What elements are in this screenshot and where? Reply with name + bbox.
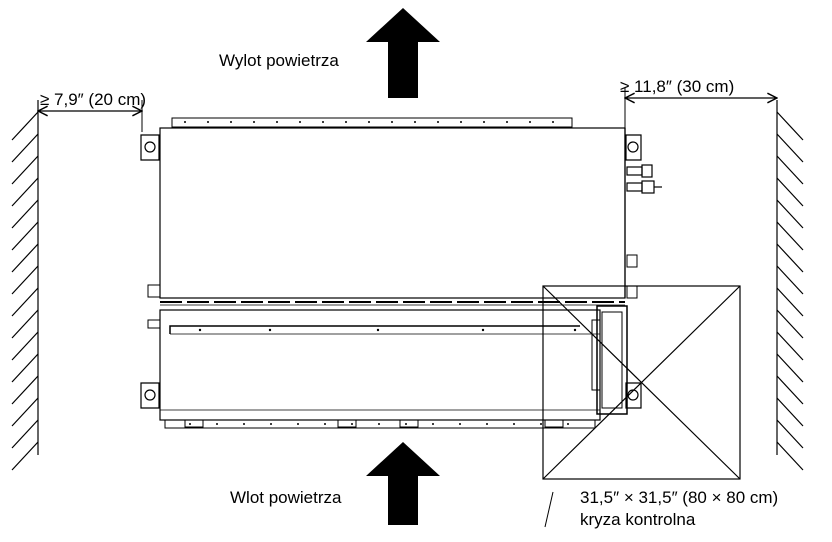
bottom-flange [164, 419, 596, 429]
wall-hatch-line [776, 287, 804, 317]
rivet-dot [351, 423, 353, 425]
wall-hatch-line [776, 221, 804, 251]
rivet-dot [230, 121, 232, 123]
rivet-dot [299, 121, 301, 123]
rivet-dot [432, 423, 434, 425]
wall-hatch-line [776, 375, 804, 405]
wall-hatch-line [11, 199, 39, 229]
rivet-dot [207, 121, 209, 123]
air-outlet: Wylot powietrza [219, 8, 440, 98]
rivet-dot [243, 423, 245, 425]
rivet-dot [368, 121, 370, 123]
rivet-dot [276, 121, 278, 123]
rivet-dot [322, 121, 324, 123]
wall-hatch-line [11, 133, 39, 163]
wall-hatch-line [11, 331, 39, 361]
rivet-dot [268, 328, 272, 332]
wall-hatch-line [776, 353, 804, 383]
upper-body [159, 127, 626, 299]
control-box [596, 305, 628, 415]
clearance-right-label: ≥ 11,8″ (30 cm) [620, 77, 734, 96]
wall-hatch-line [776, 397, 804, 427]
wall-hatch-line [776, 177, 804, 207]
wall-hatch-line [776, 309, 804, 339]
rivet-dot [460, 121, 462, 123]
wall-hatch-line [776, 111, 804, 141]
wall-hatch-line [11, 243, 39, 273]
wall-hatch-line [776, 419, 804, 449]
hanger-bracket [625, 134, 642, 161]
rivet-dot [297, 423, 299, 425]
wall-hatch-line [11, 287, 39, 317]
rivet-dot [513, 423, 515, 425]
rivet-dot [481, 328, 485, 332]
rivet-dot [552, 121, 554, 123]
rivet-dot [540, 423, 542, 425]
wall-hatch-line [776, 243, 804, 273]
rivet-dot [437, 121, 439, 123]
wall-hatch-line [11, 221, 39, 251]
left-wall [11, 100, 39, 471]
rivet-dot [483, 121, 485, 123]
pipe-connection [626, 164, 662, 194]
wall-hatch-line [11, 375, 39, 405]
wall-hatch-line [11, 309, 39, 339]
clearance-left-label: ≥ 7,9″ (20 cm) [40, 90, 146, 109]
leader-line [544, 491, 554, 528]
wall-hatch-line [11, 155, 39, 185]
rivet-dot [253, 121, 255, 123]
wall-hatch-line [11, 265, 39, 295]
rivet-dot [216, 423, 218, 425]
wall-hatch-line [11, 397, 39, 427]
wall-hatch-line [11, 353, 39, 383]
air-inlet-label: Wlot powietrza [230, 488, 342, 507]
rivet-dot [414, 121, 416, 123]
indoor-unit [140, 117, 662, 429]
wall-hatch-line [776, 155, 804, 185]
clearance-right-dimension: ≥ 11,8″ (30 cm) [620, 77, 777, 130]
wall-hatch-line [776, 199, 804, 229]
wall-hatch-line [776, 133, 804, 163]
rivet-dot [270, 423, 272, 425]
rivet-dot [506, 121, 508, 123]
arrow-up-icon [366, 8, 440, 98]
rivet-dot [391, 121, 393, 123]
rivet-dot [567, 423, 569, 425]
rivet-dot [376, 328, 380, 332]
hanger-bracket [140, 382, 160, 409]
rivet-dot [184, 121, 186, 123]
top-flange [171, 117, 573, 128]
wall-hatch-line [11, 177, 39, 207]
air-outlet-label: Wylot powietrza [219, 51, 339, 70]
wall-hatch-line [776, 331, 804, 361]
wall-hatch-line [11, 441, 39, 471]
wall-hatch-line [776, 441, 804, 471]
access-panel-size-label: 31,5″ × 31,5″ (80 × 80 cm) [580, 488, 778, 507]
rivet-dot [378, 423, 380, 425]
access-panel-name-label: kryza kontrolna [580, 510, 696, 529]
rivet-dot [459, 423, 461, 425]
clearance-left-dimension: ≥ 7,9″ (20 cm) [38, 90, 146, 132]
rivet-dot [345, 121, 347, 123]
access-panel [542, 285, 741, 528]
rivet-dot [324, 423, 326, 425]
wall-hatch-line [11, 419, 39, 449]
hanger-bracket [140, 134, 160, 161]
rivet-dot [198, 328, 202, 332]
rivet-dot [189, 423, 191, 425]
rivet-dot [486, 423, 488, 425]
right-wall [776, 100, 804, 471]
rivet-dot [405, 423, 407, 425]
air-inlet: Wlot powietrza [230, 442, 440, 525]
rivet-dot [529, 121, 531, 123]
wall-hatch-line [776, 265, 804, 295]
arrow-up-icon [366, 442, 440, 525]
rivet-dot [573, 328, 577, 332]
wall-hatch-line [11, 111, 39, 141]
